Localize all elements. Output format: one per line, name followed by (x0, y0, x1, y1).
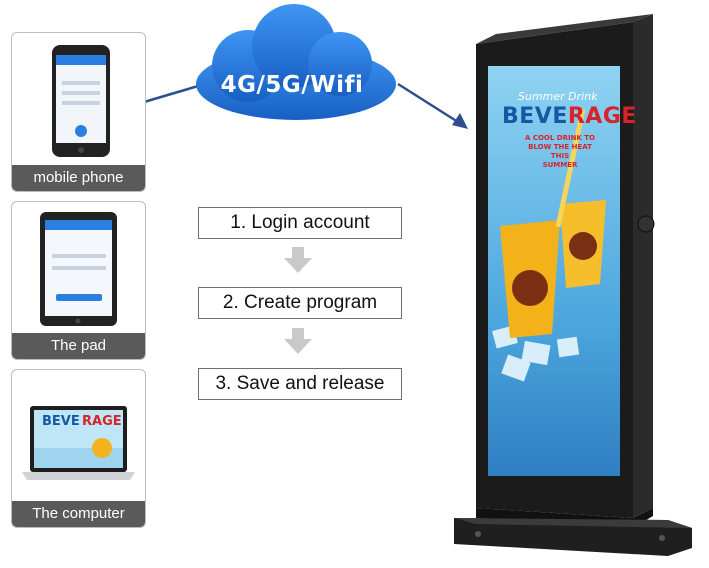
down-arrow-icon (284, 328, 312, 354)
device-card-pad: The pad (11, 201, 146, 360)
step-login: 1. Login account (198, 207, 402, 239)
device-card-mobile-phone: mobile phone (11, 32, 146, 192)
ad-headline-part-2: RAGE (567, 104, 637, 129)
ad-headline-part-1: BEVE (502, 104, 568, 129)
step-create-program: 2. Create program (198, 287, 402, 319)
cloud-icon (196, 4, 396, 120)
device-card-computer: BEVE RAGE The computer (11, 369, 146, 528)
ad-tagline-line: BLOW THE HEAT THIS (528, 143, 592, 160)
arrowhead-icon (452, 113, 468, 129)
laptop-icon: BEVE RAGE (22, 406, 135, 480)
smartphone-icon (52, 45, 110, 157)
device-caption: The pad (12, 333, 145, 359)
ad-tagline-line: A COOL DRINK TO (524, 134, 596, 142)
ad-headline: BEVERAGE (502, 104, 637, 129)
ad-tagline: A COOL DRINK TO BLOW THE HEAT THIS SUMME… (520, 134, 600, 170)
down-arrow-icon (284, 247, 312, 273)
svg-text:RAGE: RAGE (82, 414, 122, 429)
device-caption: The computer (12, 501, 145, 527)
svg-text:BEVE: BEVE (42, 414, 80, 429)
step-save-release: 3. Save and release (198, 368, 402, 400)
network-label: 4G/5G/Wifi (220, 72, 364, 98)
tablet-icon (40, 212, 117, 326)
kiosk-display (454, 14, 692, 556)
ad-kicker: Summer Drink (518, 90, 598, 103)
ad-tagline-line: SUMMER (542, 161, 578, 169)
device-caption: mobile phone (12, 165, 145, 191)
